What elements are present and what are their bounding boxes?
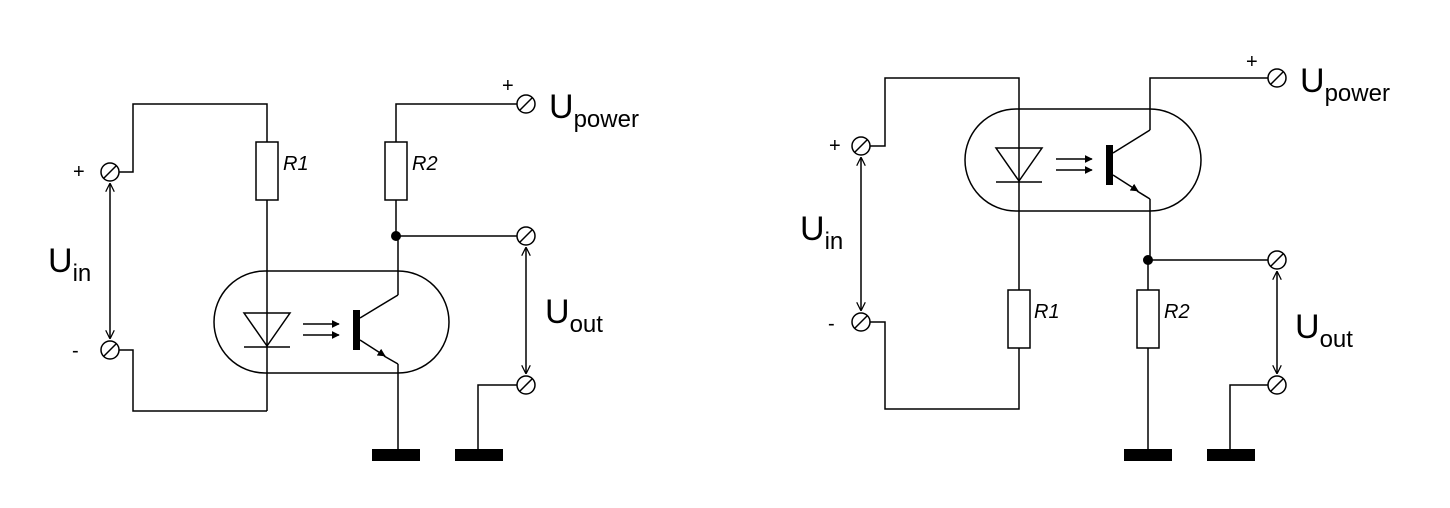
- junction-dot: [1143, 255, 1153, 265]
- input-minus-terminal: [851, 312, 871, 332]
- input-plus-terminal: [100, 162, 120, 182]
- r2-label: R2: [412, 153, 438, 175]
- output-terminal-bottom: [1267, 375, 1287, 395]
- junction-dot: [391, 231, 401, 241]
- input-wiring: [870, 77, 1020, 410]
- uin-sub: in: [73, 260, 92, 287]
- uin-sub: in: [825, 228, 844, 255]
- circuit-diagram-1: R1 R2: [48, 75, 639, 461]
- uin-label: Uin: [48, 242, 91, 287]
- phototransistor: [1106, 129, 1151, 200]
- ground-symbol-right: [455, 449, 503, 461]
- resistor-r1: [255, 141, 279, 201]
- output-terminal-top: [516, 226, 536, 246]
- resistor-r2: [384, 141, 408, 201]
- input-plus-terminal: [851, 136, 871, 156]
- output-terminal-bottom: [516, 375, 536, 395]
- ground-symbol-right: [1207, 449, 1255, 461]
- r2-label: R2: [1164, 301, 1190, 323]
- upower-sub: power: [1325, 80, 1390, 107]
- input-minus-label: -: [828, 313, 835, 335]
- phototransistor: [353, 294, 399, 365]
- uout-sub: out: [1320, 326, 1354, 353]
- upower-main: U: [549, 88, 574, 126]
- power-terminal: [1267, 68, 1287, 88]
- output-wiring: [1147, 77, 1268, 454]
- upower-label: Upower: [1300, 62, 1390, 107]
- light-arrows: [1056, 155, 1093, 174]
- light-arrows: [303, 320, 340, 339]
- upower-label: Upower: [549, 88, 639, 133]
- input-plus-label: +: [73, 161, 85, 183]
- uout-label: Uout: [545, 293, 603, 338]
- input-minus-terminal: [100, 340, 120, 360]
- uout-sub: out: [570, 311, 604, 338]
- circuit-diagram-2: R1 R2: [800, 51, 1390, 461]
- uin-label: Uin: [800, 210, 843, 255]
- output-terminal-top: [1267, 250, 1287, 270]
- r1-label: R1: [283, 153, 309, 175]
- upower-sub: power: [574, 106, 639, 133]
- upower-main: U: [1300, 62, 1325, 100]
- optocoupler-package: [213, 270, 450, 374]
- ground-symbol-left: [372, 449, 420, 461]
- power-terminal: [516, 94, 536, 114]
- uout-label: Uout: [1295, 308, 1353, 353]
- resistor-r1: [1007, 289, 1031, 349]
- input-minus-label: -: [72, 340, 79, 362]
- uin-main: U: [800, 210, 825, 248]
- uout-main: U: [1295, 308, 1320, 346]
- led-diode: [242, 312, 292, 348]
- power-plus-label: +: [1246, 51, 1258, 73]
- resistor-r2: [1136, 289, 1160, 349]
- led-diode: [994, 147, 1044, 183]
- uin-main: U: [48, 242, 73, 280]
- input-plus-label: +: [829, 135, 841, 157]
- r1-label: R1: [1034, 301, 1060, 323]
- uout-main: U: [545, 293, 570, 331]
- output-wiring: [395, 103, 517, 454]
- power-plus-label: +: [502, 75, 514, 97]
- optocoupler-package: [964, 108, 1202, 212]
- ground-symbol-left: [1124, 449, 1172, 461]
- input-wiring: [119, 103, 268, 412]
